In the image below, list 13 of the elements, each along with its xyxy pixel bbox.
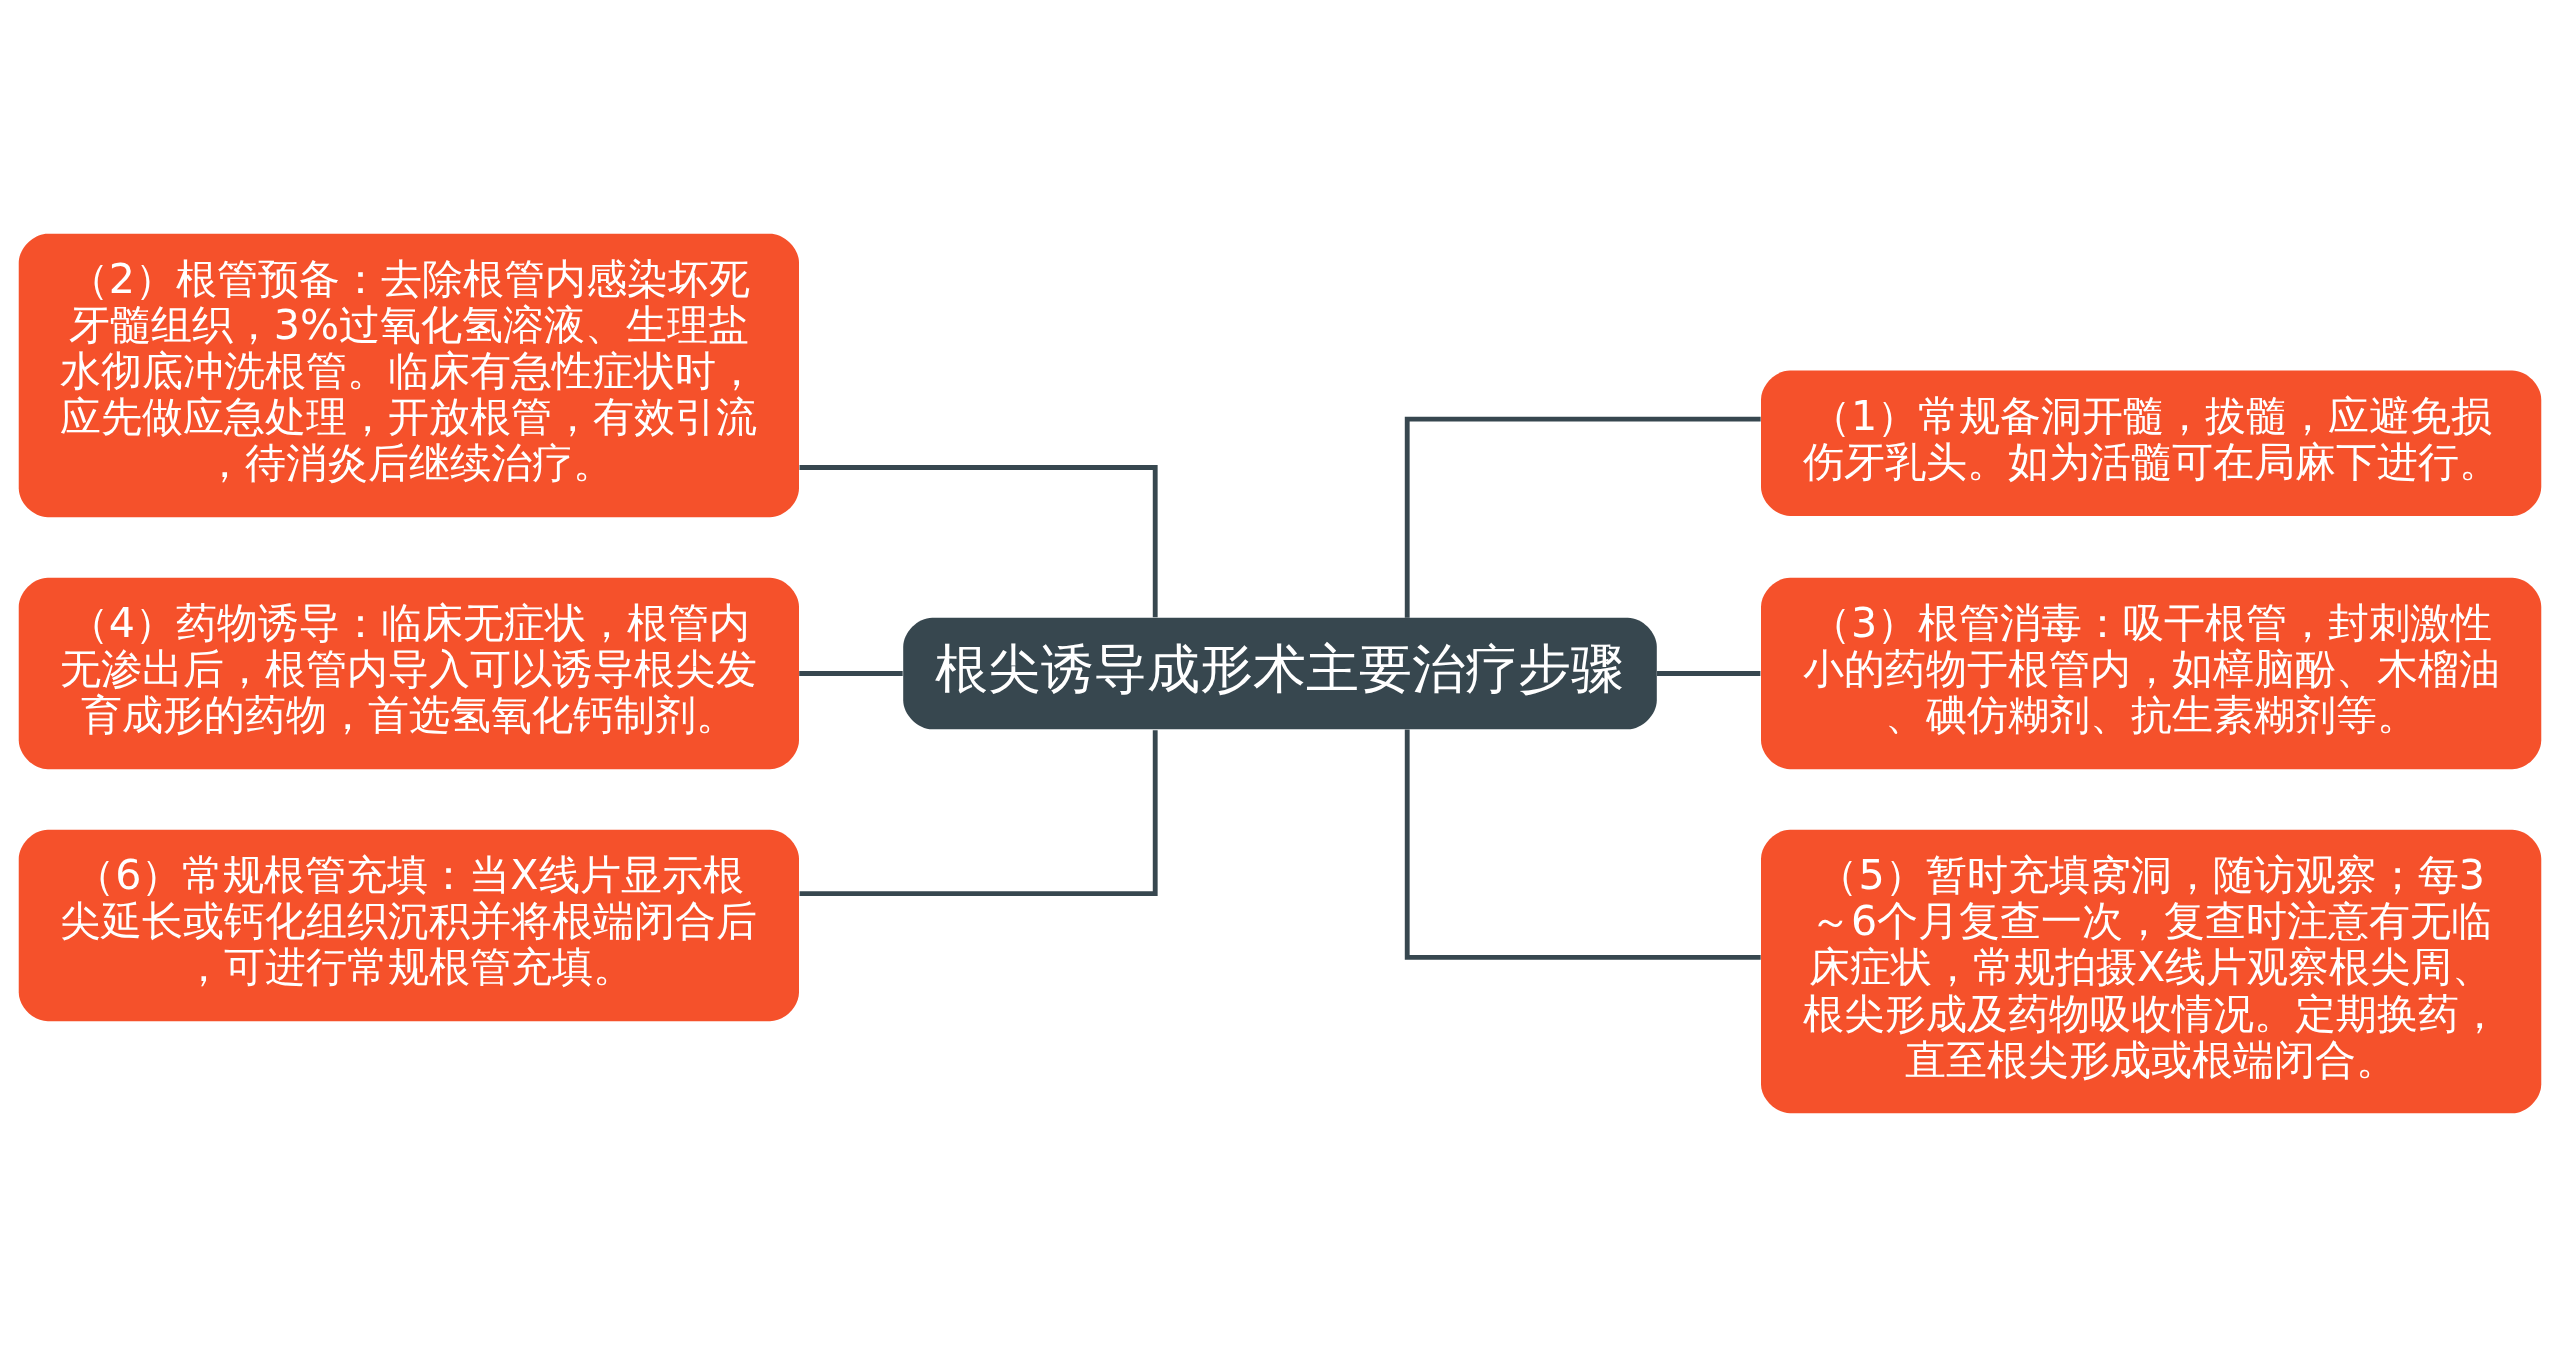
node-box: 根尖诱导成形术主要治疗步骤	[903, 617, 1657, 730]
connector	[1404, 416, 1761, 618]
node-box: （3）根管消毒：吸干根管，封刺激性小的药物于根管内，如樟脑酚、木榴油、碘仿糊剂、抗生素糊剂等。	[1761, 577, 2542, 770]
connector	[799, 730, 1158, 897]
connector	[1657, 671, 1761, 676]
node-box: （4）药物诱导：临床无症状，根管内无渗出后，根管内导入可以诱导根尖发育成形的药物，首选氢氧化钙制剂。	[18, 577, 799, 770]
connector	[799, 465, 1158, 618]
node-box: （5）暂时充填窝洞，随访观察；每3～6个月复查一次，复查时注意有无临床症状，常规拍摄X线片观察根尖周、根尖形成及药物吸收情况。定期换药，直至根尖形成或根端闭合。	[1761, 829, 2542, 1114]
node-box: （1）常规备洞开髓，拔髓，应避免损伤牙乳头。如为活髓可在局麻下进行。	[1761, 370, 2542, 516]
node-box: （2）根管预备：去除根管内感染坏死牙髓组织，3%过氧化氢溶液、生理盐水彻底冲洗根管。临床有急性症状时，应先做应急处理，开放根管，有效引流，待消炎后继续治疗。	[18, 233, 799, 518]
connector	[799, 671, 903, 676]
connector	[1404, 729, 1761, 960]
node-box: （6）常规根管充填：当X线片显示根尖延长或钙化组织沉积并将根端闭合后，可进行常规根管充填。	[18, 829, 799, 1022]
